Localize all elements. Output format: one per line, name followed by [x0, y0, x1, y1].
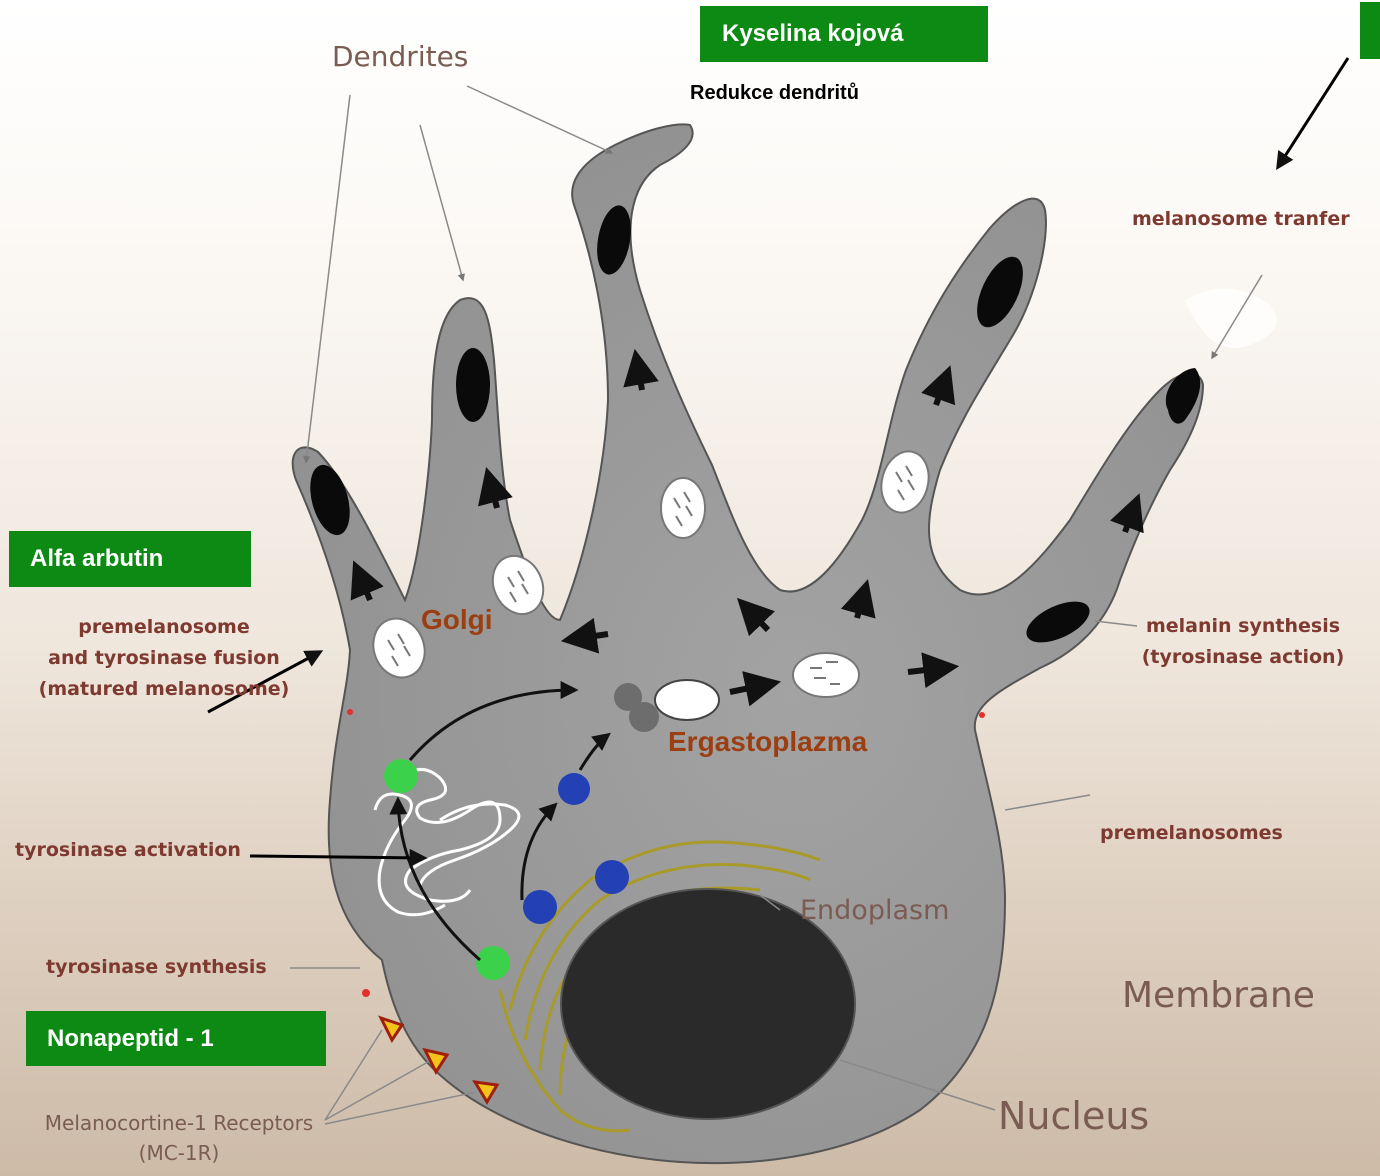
- premelanosome-fusion-line-1: premelanosome: [18, 612, 310, 643]
- melanosome-tip-2: [456, 348, 490, 422]
- blue-vesicle-1: [558, 773, 590, 805]
- endoplasm-label: Endoplasm: [800, 895, 949, 926]
- premelanosome-fusion-line-2: and tyrosinase fusion: [18, 643, 310, 674]
- melanosome-transfer-label: melanosome tranfer: [1132, 204, 1350, 235]
- kojic-acid-text: Kyselina kojová: [722, 20, 903, 48]
- dendrite-reduction-label: Redukce dendritů: [690, 82, 859, 105]
- golgi-label: Golgi: [421, 604, 493, 636]
- background-highlight: [1185, 289, 1277, 348]
- blue-vesicle-3: [595, 860, 629, 894]
- alpha-arbutin-box: Alfa arbutin: [9, 531, 251, 587]
- tyrosinase-synthesis-label: tyrosinase synthesis: [46, 952, 267, 983]
- melanin-synthesis-label: melanin synthesis (tyrosinase action): [1130, 611, 1356, 673]
- melanin-synthesis-line-2: (tyrosinase action): [1130, 642, 1356, 673]
- premelanosome-fusion-label: premelanosome and tyrosinase fusion (mat…: [18, 612, 310, 705]
- dendrites-label: Dendrites: [332, 40, 468, 73]
- premelanosome-fusion-line-3: (matured melanosome): [18, 674, 310, 705]
- premelanosomes-label: premelanosomes: [1100, 818, 1283, 849]
- melanin-synthesis-line-1: melanin synthesis: [1130, 611, 1356, 642]
- alpha-arbutin-text: Alfa arbutin: [30, 545, 163, 573]
- membrane-label: Membrane: [1122, 975, 1315, 1016]
- green-vesicle-upper: [384, 759, 418, 793]
- nonapeptide-text: Nonapeptid - 1: [47, 1025, 214, 1053]
- tyrosinase-activation-label: tyrosinase activation: [15, 835, 241, 866]
- receptors-line-2: (MC-1R): [20, 1138, 338, 1168]
- receptors-label: Melanocortine-1 Receptors (MC-1R): [20, 1108, 338, 1168]
- blue-vesicle-2: [523, 890, 557, 924]
- kojic-acid-box: Kyselina kojová: [700, 6, 988, 62]
- ergastoplazma-label: Ergastoplazma: [668, 726, 867, 758]
- nucleus-label: Nucleus: [998, 1094, 1149, 1138]
- receptors-line-1: Melanocortine-1 Receptors: [20, 1108, 338, 1138]
- nonapeptide-box: Nonapeptid - 1: [26, 1011, 326, 1066]
- premelanosome-vesicle: [655, 680, 719, 720]
- grey-granule-2: [629, 702, 659, 732]
- green-vesicle-lower: [476, 946, 510, 980]
- cropped-green-box: [1360, 2, 1380, 59]
